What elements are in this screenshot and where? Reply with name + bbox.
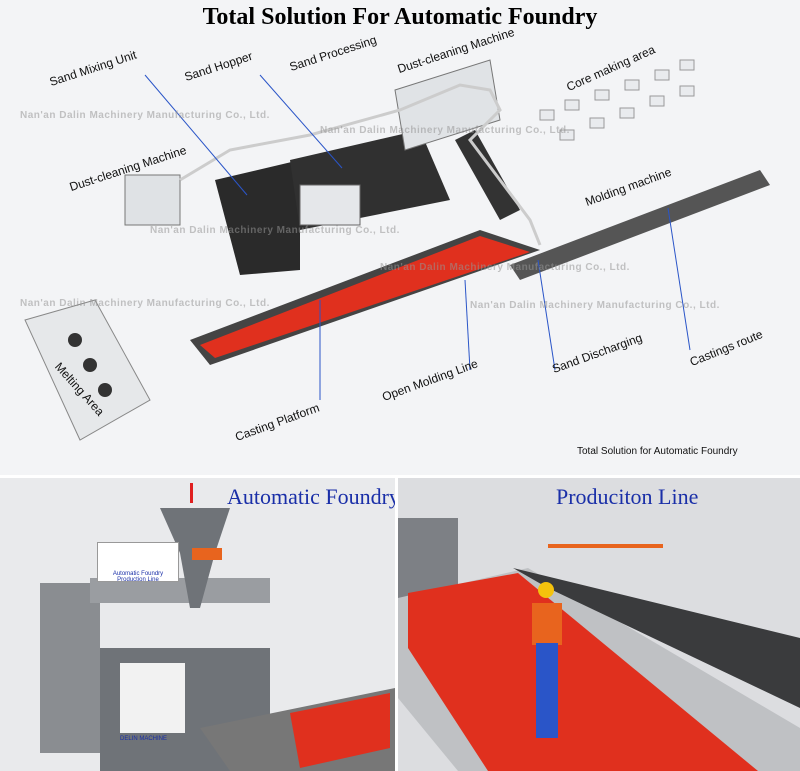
foundry-layout-illustration	[24, 59, 770, 441]
sand-mixing-tower	[215, 160, 300, 275]
dust-cleaning-machine-left	[124, 174, 181, 226]
watermark: Nan'an Dalin Machinery Manufacturing Co.…	[470, 300, 720, 311]
machine-panel	[120, 663, 185, 733]
leader-lines	[144, 74, 691, 400]
right-panel-illustration	[398, 518, 800, 771]
machine-brand: DELIN MACHINE	[120, 736, 168, 742]
overview-diagram: Total Solution For Automatic Foundry San…	[0, 0, 800, 475]
return-conveyor	[513, 568, 800, 708]
photo-panel-right: Produciton Line	[398, 478, 800, 771]
cylinder	[548, 544, 663, 548]
worker-helmet	[538, 582, 554, 598]
watermark: Nan'an Dalin Machinery Manufacturing Co.…	[20, 110, 270, 121]
worker-vest	[532, 603, 562, 645]
molds	[290, 693, 390, 768]
molding-machine-line	[510, 170, 770, 280]
furnace	[68, 333, 82, 347]
platform-railing	[90, 578, 270, 603]
duct-pipe	[179, 83, 542, 246]
watermark: Nan'an Dalin Machinery Manufacturing Co.…	[320, 125, 570, 136]
motor	[192, 548, 222, 560]
sign-text: Automatic Foundry Production Line	[112, 571, 164, 583]
arrow-marker	[190, 483, 193, 503]
production-line-sign: Automatic Foundry Production Line	[97, 542, 179, 583]
watermark: Nan'an Dalin Machinery Manufacturing Co.…	[380, 262, 630, 273]
furnace	[83, 358, 97, 372]
sand-hopper	[299, 184, 361, 226]
furnace	[98, 383, 112, 397]
mold-conveyor	[408, 573, 758, 771]
left-panel-illustration	[40, 483, 395, 771]
caption: Total Solution for Automatic Foundry	[577, 446, 738, 457]
dust-cleaning-machine-right	[394, 59, 501, 151]
core-making-machines	[539, 59, 695, 141]
photo-panel-left: Automatic Foundry Production Line DELIN …	[0, 478, 395, 771]
panel-title-right: Produciton Line	[556, 484, 699, 509]
watermark: Nan'an Dalin Machinery Manufacturing Co.…	[150, 225, 400, 236]
worker-pants	[536, 643, 558, 738]
stairs	[40, 583, 100, 753]
molds-row	[200, 236, 530, 358]
panel-title-left: Automatic Foundry	[227, 484, 395, 509]
watermark: Nan'an Dalin Machinery Manufacturing Co.…	[20, 298, 270, 309]
page-title: Total Solution For Automatic Foundry	[202, 4, 598, 30]
conveyor	[455, 130, 520, 220]
